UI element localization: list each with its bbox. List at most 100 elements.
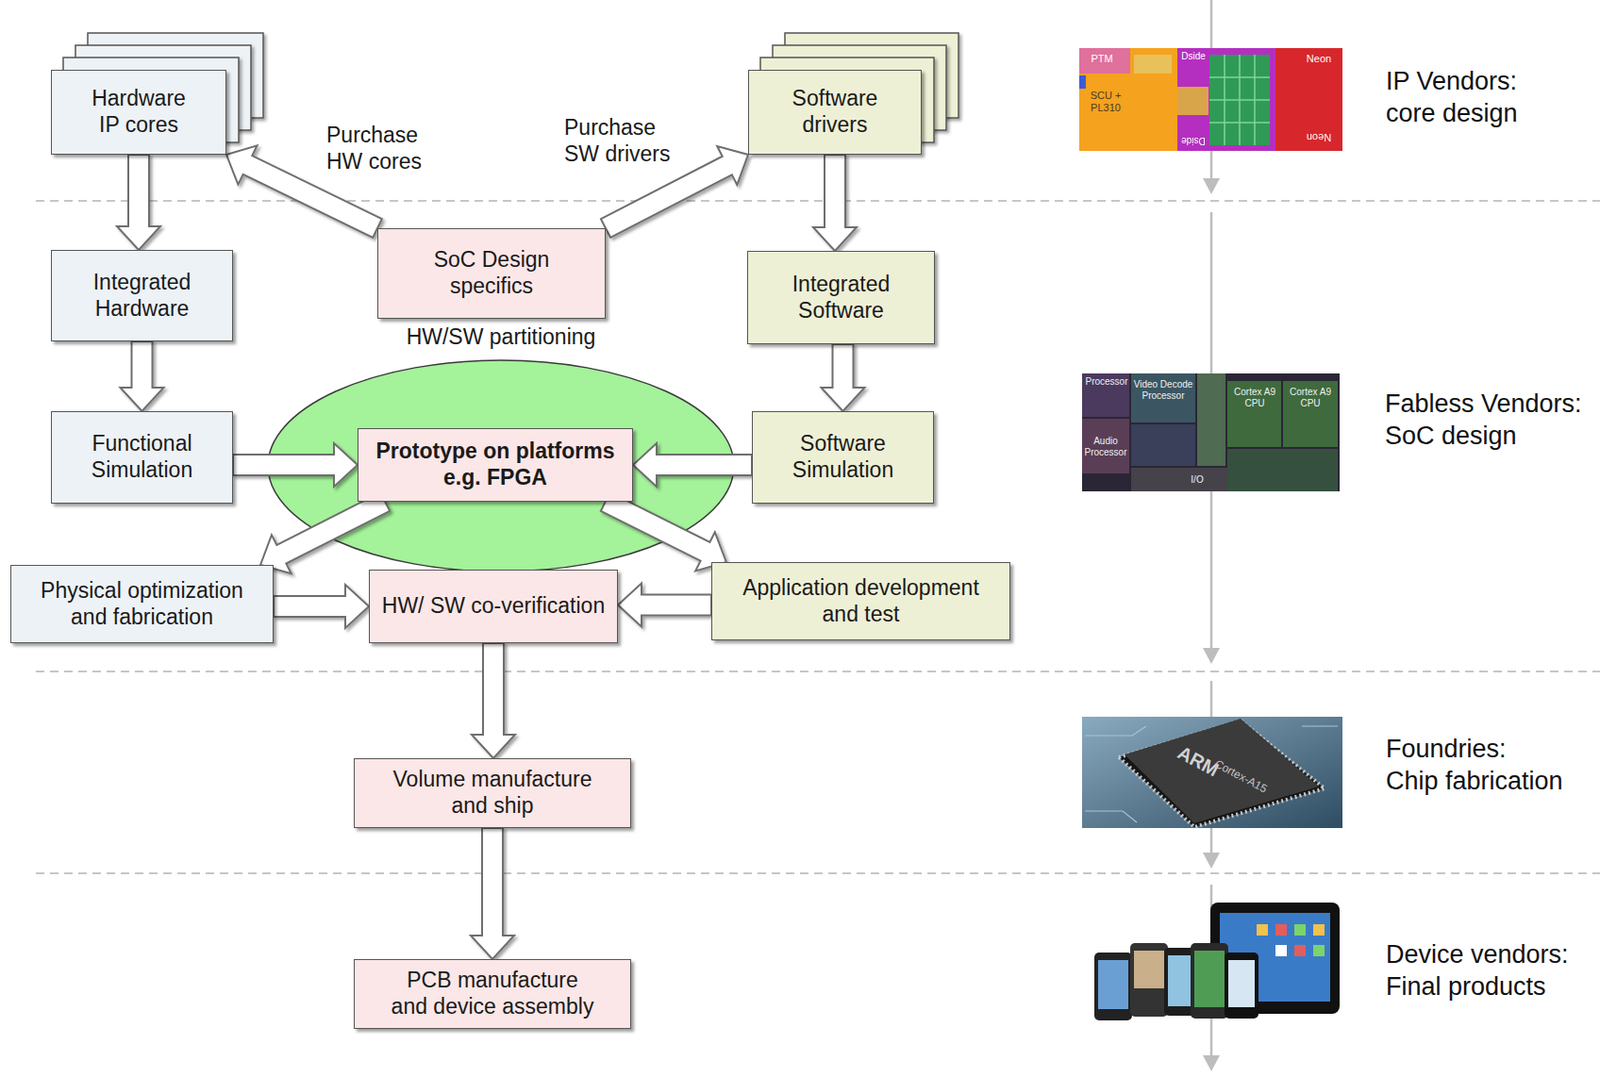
ip-core-stack: Hardware IP cores [50, 69, 227, 155]
phone-screen [1228, 960, 1255, 1008]
timeline-head [1202, 648, 1220, 665]
process-box: Integrated Software [747, 250, 935, 345]
app-icon [1294, 945, 1306, 957]
die-region [1283, 381, 1338, 448]
block-arrow [821, 344, 866, 412]
phone-screen [1194, 950, 1225, 1008]
die-label: Neon [1301, 52, 1336, 66]
die-region [1079, 48, 1178, 151]
die-region [1082, 373, 1340, 492]
box-label: Application development and test [733, 575, 989, 628]
die-label: Cortex A9 CPU [1228, 386, 1282, 409]
box-label: Software drivers [778, 85, 892, 138]
app-icon [1313, 945, 1325, 957]
app-icon [1294, 924, 1306, 936]
timeline-head [1202, 852, 1220, 869]
phone [1224, 952, 1259, 1019]
box-label: Physical optimization and fabrication [31, 578, 253, 631]
process-box: Volume manufacture and ship [353, 758, 632, 829]
die-grid [1209, 99, 1270, 101]
die-region [1082, 418, 1130, 474]
edge-label: Purchase SW drivers [564, 115, 684, 167]
process-box: Integrated Hardware [50, 250, 234, 342]
app-icon [1275, 945, 1287, 957]
die-region [1133, 54, 1172, 74]
die-label: Cortex A9 CPU [1283, 386, 1337, 409]
process-box: PCB manufacture and device assembly [353, 959, 632, 1030]
die-region [1197, 373, 1226, 467]
vendor-label: Foundries: Chip fabrication [1385, 733, 1566, 799]
die-label: Dside [1179, 134, 1208, 147]
die-label: PTM [1083, 52, 1121, 66]
box-label: Functional Simulation [71, 431, 214, 484]
board-trace [1301, 725, 1338, 727]
block-arrow [116, 154, 161, 250]
app-icon [1275, 924, 1287, 936]
vendor-label: Fabless Vendors: SoC design [1384, 388, 1593, 453]
box-label: Software Simulation [772, 431, 915, 484]
chip-photo [1082, 716, 1343, 829]
phone-screen [1167, 955, 1193, 1007]
timeline-head [1202, 178, 1220, 195]
phone [1094, 952, 1133, 1021]
app-icon [1313, 924, 1325, 936]
box-label: Prototype on platforms e.g. FPGA [366, 438, 624, 491]
circuit-board [1082, 716, 1343, 829]
die-grid [1209, 76, 1270, 79]
block-arrow [273, 584, 369, 629]
process-box: Physical optimization and fabrication [10, 565, 274, 644]
process-box: Prototype on platforms e.g. FPGA [357, 428, 634, 502]
box-label: Integrated Hardware [71, 269, 214, 322]
block-arrow [471, 643, 516, 759]
timeline-head [1202, 1055, 1220, 1072]
soc-die-photo [1082, 373, 1340, 492]
box-label: PCB manufacture and device assembly [388, 967, 597, 1020]
ellipse-shape [267, 360, 734, 572]
box-label: Integrated Software [770, 271, 913, 324]
block-arrow [120, 341, 165, 412]
chip-package [1124, 718, 1319, 824]
die-grid [1209, 121, 1270, 124]
die-region [1275, 48, 1343, 151]
driver-stack: Software drivers [748, 69, 922, 155]
board-trace [1084, 726, 1147, 736]
edge-label: Purchase HW cores [326, 122, 440, 175]
process-box: Software Simulation [751, 411, 934, 504]
die-region [1131, 373, 1196, 423]
box-label: Hardware IP cores [85, 85, 192, 138]
process-box: Functional Simulation [50, 411, 234, 504]
die-region [1079, 75, 1086, 89]
die-label: Dside [1179, 50, 1208, 63]
app-icon [1256, 924, 1268, 936]
phone-screen [1098, 960, 1129, 1010]
die-label: Neon [1301, 131, 1336, 144]
box-label: HW/ SW co-verification [378, 593, 609, 620]
die-region [1227, 381, 1282, 448]
die-region [1131, 424, 1196, 467]
process-box: SoC Design specifics [377, 228, 606, 319]
stage-separator [35, 200, 1600, 202]
process-box: Application development and test [711, 562, 1011, 641]
phone [1190, 943, 1229, 1019]
block-arrow [813, 154, 857, 251]
block-arrow [470, 828, 515, 960]
box-label: SoC Design specifics [425, 247, 558, 300]
die-region [1079, 48, 1343, 151]
die-region [1082, 373, 1130, 417]
stage-separator [35, 670, 1600, 673]
core-die-photo [1079, 48, 1343, 151]
die-region [1079, 48, 1131, 74]
die-region [1227, 449, 1338, 492]
die-label: I/O [1183, 474, 1212, 486]
box-label: Volume manufacture and ship [383, 766, 602, 819]
board-trace [1084, 811, 1137, 823]
stage-separator [35, 872, 1600, 875]
die-label: Video Decode Processor [1132, 379, 1195, 401]
vendor-label: IP Vendors: core design [1385, 66, 1547, 131]
phone-screen [1133, 950, 1165, 989]
process-box: HW/ SW co-verification [368, 569, 618, 644]
group-heading: HW/SW partitioning [392, 324, 610, 351]
vendor-label: Device vendors: Final products [1385, 939, 1594, 1004]
block-arrow [617, 583, 712, 628]
